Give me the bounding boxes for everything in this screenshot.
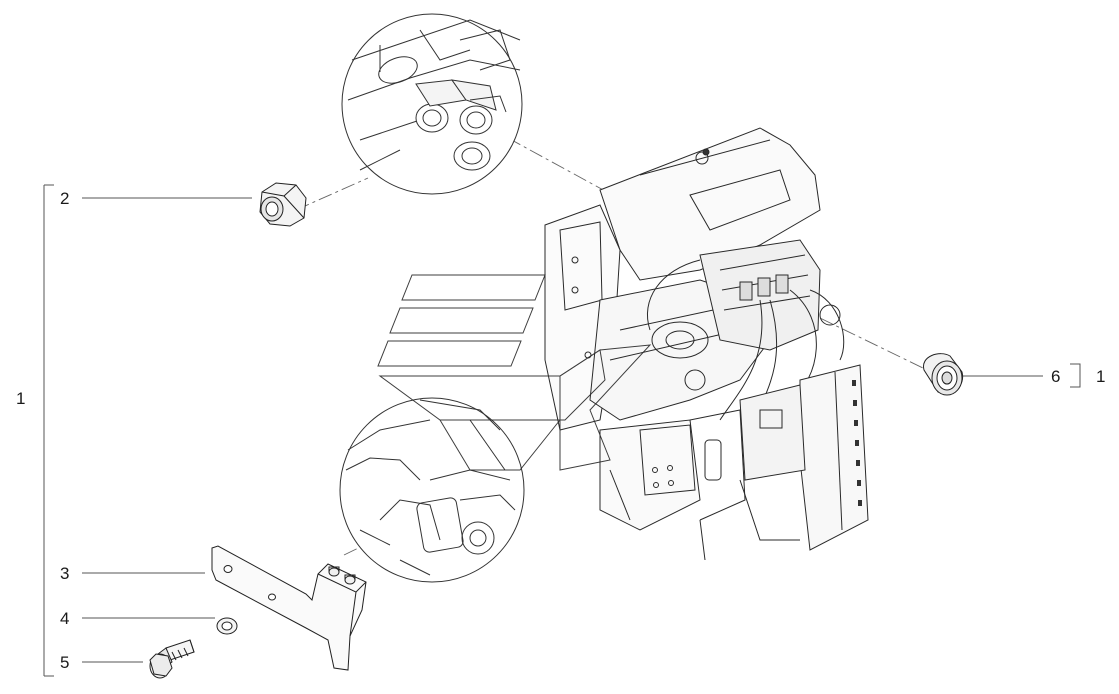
bracket-studs bbox=[328, 566, 356, 585]
detail-view-top bbox=[341, 13, 523, 195]
assembly-bracket bbox=[43, 184, 54, 677]
callout-6[interactable]: 6 bbox=[1051, 367, 1061, 386]
callout-3[interactable]: 3 bbox=[60, 564, 70, 583]
part-4-washer[interactable] bbox=[216, 617, 238, 635]
callout-4[interactable]: 4 bbox=[60, 609, 70, 628]
callout-6-group: 1 bbox=[1096, 367, 1106, 386]
machine-body bbox=[544, 127, 869, 561]
detail-view-bottom bbox=[339, 397, 525, 583]
callout-5[interactable]: 5 bbox=[60, 653, 70, 672]
group-bracket-6 bbox=[1070, 363, 1081, 388]
callout-2[interactable]: 2 bbox=[60, 189, 70, 208]
part-3-bracket[interactable] bbox=[211, 545, 367, 671]
callout-1-assembly: 1 bbox=[16, 389, 26, 408]
part-5-hex-bolt[interactable] bbox=[149, 639, 195, 679]
part-2-hex-nut[interactable] bbox=[259, 182, 307, 227]
part-6-grommet[interactable] bbox=[923, 353, 964, 396]
watermark-logo bbox=[377, 274, 652, 471]
leader-lines bbox=[82, 197, 1081, 663]
